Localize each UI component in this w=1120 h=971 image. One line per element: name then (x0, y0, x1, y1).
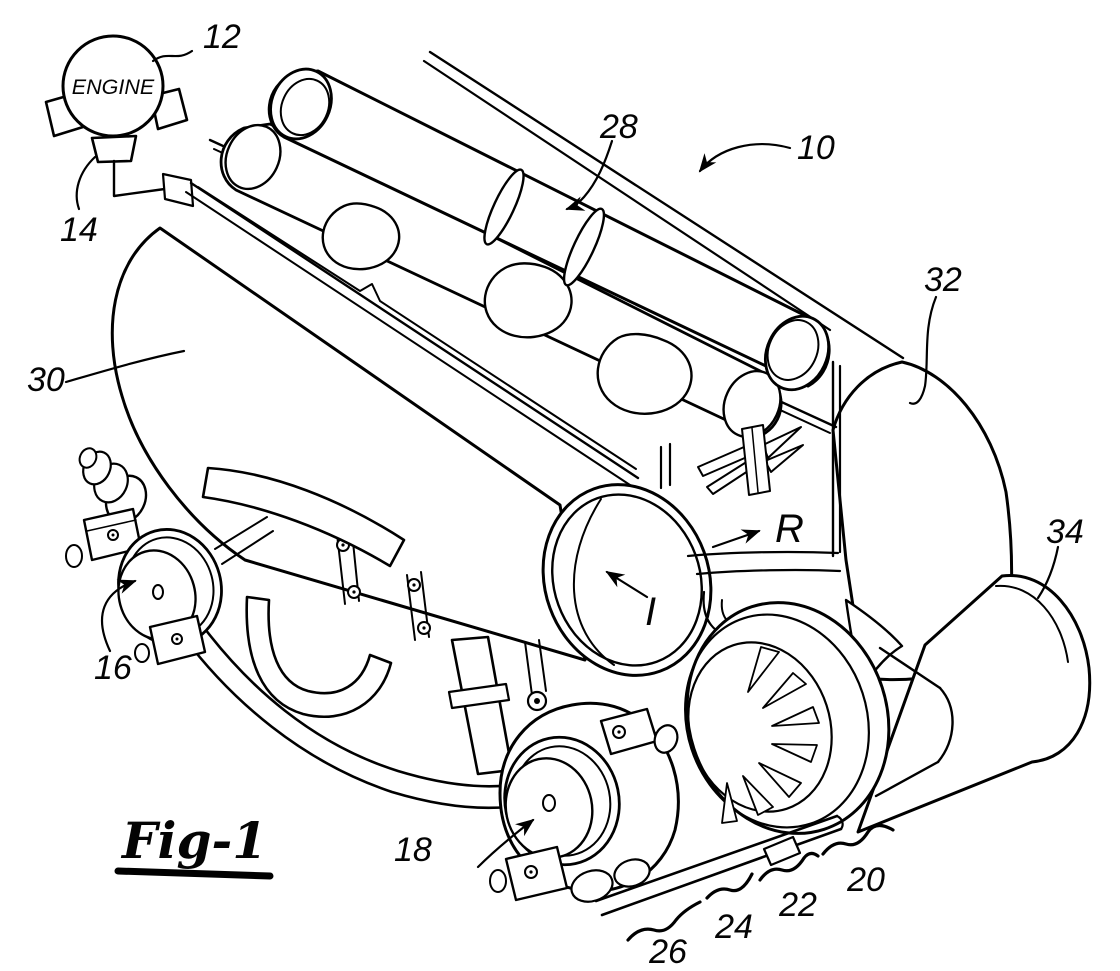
inlet-opening (541, 483, 713, 677)
housing-cylinder-body (110, 226, 587, 662)
leader-lines (64, 49, 1060, 869)
inlet-label: I (645, 590, 656, 634)
intake-duct-upper (267, 67, 831, 392)
bracket-nub (489, 869, 507, 893)
cooling-fin (758, 762, 802, 798)
engine-tab-bottom (90, 134, 138, 164)
ref-label-32: 32 (924, 261, 962, 299)
ref-label-10: 10 (797, 129, 835, 167)
cooling-fin (762, 672, 807, 709)
ref-label-22: 22 (778, 886, 817, 924)
lower-duct-right-cap (722, 369, 782, 439)
ref-label-26: 26 (648, 933, 687, 971)
ref-label-14: 14 (60, 211, 98, 249)
brace-20 (821, 823, 895, 856)
duct-clamp-1 (483, 168, 525, 246)
brace-26 (626, 900, 702, 942)
pulley-hub-hole (152, 584, 164, 600)
lower-drum-body (856, 574, 1092, 834)
left-pump (65, 447, 223, 666)
ref-label-28: 28 (599, 108, 638, 146)
intake-duct-lower (219, 122, 783, 439)
engine-label: ENGINE (72, 75, 155, 99)
cooling-fin (747, 646, 780, 693)
leader-28 (565, 139, 614, 211)
ref-label-18: 18 (394, 831, 432, 869)
engine-schematic (44, 34, 189, 198)
leader-18 (476, 818, 535, 869)
figure-caption: Fig-1 (120, 811, 267, 870)
cooling-fin (721, 782, 738, 824)
intake-runner-3 (596, 332, 693, 415)
deck-left-flange (161, 172, 195, 208)
leader-14 (75, 155, 97, 211)
engine-lead-line (112, 159, 174, 198)
plenum-back-edges (422, 50, 905, 360)
ref-label-24: 24 (714, 908, 753, 946)
air-cleaner-housing (110, 226, 587, 662)
bracket-nub (653, 724, 679, 754)
u-bend-hose (245, 595, 393, 719)
leader-10 (698, 143, 792, 173)
rotation-arrow (711, 529, 761, 549)
mounting-foot (613, 858, 651, 888)
duct-clamp-2 (562, 207, 606, 287)
down-pipe-clamp (447, 682, 511, 710)
cooling-fin (771, 743, 818, 763)
ref-label-34: 34 (1046, 513, 1084, 551)
pulley-hub-hole (542, 794, 556, 812)
upper-duct-left-cap (269, 67, 333, 141)
alternator-drum (684, 601, 954, 835)
leader-34 (1036, 545, 1060, 600)
caption-underline (114, 867, 274, 880)
inlet-inner-wall (572, 498, 615, 666)
cooling-fin (742, 775, 774, 816)
lower-duct-end-cap (224, 123, 282, 191)
inlet-arrow (605, 570, 649, 599)
engine-circle (61, 34, 165, 138)
leader-12 (151, 49, 194, 63)
brace-lines (626, 823, 895, 942)
ref-label-20: 20 (846, 861, 885, 899)
intake-runner-1 (321, 202, 401, 271)
manifold-tube (201, 466, 406, 568)
rotation-label: R (775, 507, 804, 551)
impeller-hub (741, 424, 771, 496)
upper-duct-right-cap (764, 314, 830, 392)
base-rail-sleeve (762, 835, 802, 867)
leader-32 (908, 295, 938, 405)
leader-30 (64, 349, 186, 384)
brace-24 (705, 872, 754, 900)
pump-shaft-stack (78, 447, 98, 469)
impeller-icon (697, 424, 804, 496)
ref-label-12: 12 (203, 18, 241, 56)
cooling-fin (771, 706, 820, 727)
labels: ENGINE 12 14 10 28 30 32 34 16 18 20 22 … (27, 18, 1084, 971)
mounting-base (594, 814, 844, 917)
intake-runner-2 (483, 262, 573, 339)
ref-label-30: 30 (27, 361, 65, 399)
leader-16 (100, 579, 137, 653)
inlet-outer-rim (541, 483, 713, 677)
ref-label-16: 16 (94, 649, 132, 687)
bottom-pump (489, 701, 680, 903)
bracket-nub (65, 544, 83, 568)
bracket-nub (134, 643, 150, 663)
brace-22 (758, 851, 820, 882)
